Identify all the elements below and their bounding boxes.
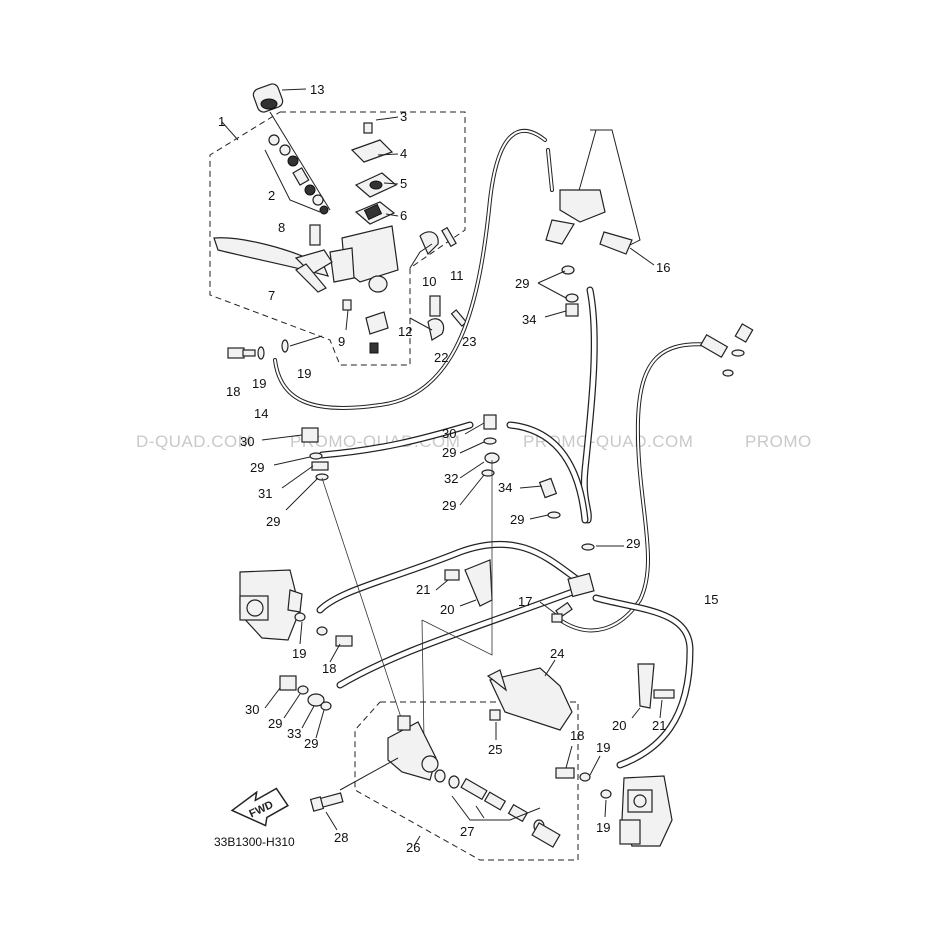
left-brake-caliper (239, 569, 303, 641)
callout-29-center-c: 29 (510, 512, 524, 527)
callout-25: 25 (488, 742, 502, 757)
callout-29-lower-a: 29 (268, 716, 282, 731)
callout-10: 10 (422, 274, 436, 289)
callout-20-right: 20 (612, 718, 626, 733)
callout-19-right-b: 19 (596, 820, 610, 835)
callout-34-center: 34 (498, 480, 512, 495)
callout-18-left: 18 (322, 661, 336, 676)
watermark-right: PROMO (745, 432, 812, 451)
callout-19-top-b: 19 (297, 366, 311, 381)
callout-29-left-a: 29 (250, 460, 264, 475)
callout-30-lower: 30 (245, 702, 259, 717)
callout-32: 32 (444, 471, 458, 486)
callout-19-left: 19 (292, 646, 306, 661)
callout-9: 9 (338, 334, 345, 349)
watermark: D-QUAD.COM PROMO-QUAD.COM PROMO-QUAD.COM… (136, 432, 812, 451)
washers-29-34-top (561, 265, 579, 317)
callout-27: 27 (460, 824, 474, 839)
right-caliper-bolts (555, 767, 612, 799)
callout-17: 17 (518, 594, 532, 609)
callout-24: 24 (550, 646, 564, 661)
master-cylinder-group (209, 83, 468, 366)
callout-6: 6 (400, 208, 407, 223)
right-brake-caliper (619, 775, 673, 847)
callout-16: 16 (656, 260, 670, 275)
callout-30-center: 30 (442, 426, 456, 441)
callout-15: 15 (704, 592, 718, 607)
brake-switch-part (365, 311, 389, 354)
callout-1: 1 (218, 114, 225, 129)
left-center-fittings (301, 427, 329, 481)
bracket-24-part (486, 667, 573, 731)
lower-left-fittings (279, 675, 332, 711)
callout-29-left-b: 29 (266, 514, 280, 529)
right-center-fittings (538, 477, 595, 551)
callout-14: 14 (254, 406, 268, 421)
callout-12: 12 (398, 324, 412, 339)
watermark-right-center: PROMO-QUAD.COM (523, 432, 693, 451)
hose-clamp-center (444, 559, 493, 607)
callout-26: 26 (406, 840, 420, 855)
piston-kit-27 (434, 769, 561, 848)
callout-5: 5 (400, 176, 407, 191)
center-fittings (481, 414, 500, 477)
callout-11: 11 (450, 268, 464, 283)
callout-7: 7 (268, 288, 275, 303)
reservoir-cap-parts (350, 122, 398, 225)
callout-numbers: 13 1 3 4 5 2 6 8 11 10 7 12 9 22 23 18 1… (214, 82, 718, 855)
callout-30-left: 30 (240, 434, 254, 449)
callout-8: 8 (278, 220, 285, 235)
callout-3: 3 (400, 109, 407, 124)
left-caliper-bolts (294, 612, 353, 647)
callout-19-top-a: 19 (252, 376, 266, 391)
callout-21-center: 21 (416, 582, 430, 597)
right-lever-part (545, 189, 633, 255)
callout-18-top: 18 (226, 384, 240, 399)
rear-master-cylinder-group (339, 701, 579, 861)
bolt-28-part (309, 792, 344, 812)
callout-34-top: 34 (522, 312, 536, 327)
callout-20-center: 20 (440, 602, 454, 617)
throttle-grip-part (252, 83, 284, 113)
callout-22: 22 (434, 350, 448, 365)
callout-29-center-b: 29 (442, 498, 456, 513)
callout-29-top: 29 (515, 276, 529, 291)
callout-29-center-a: 29 (442, 445, 456, 460)
master-cylinder-body (309, 224, 399, 293)
callout-31: 31 (258, 486, 272, 501)
callout-23: 23 (462, 334, 476, 349)
callout-18-right: 18 (570, 728, 584, 743)
callout-13: 13 (310, 82, 324, 97)
hose-clamp-right (637, 663, 675, 709)
callout-28: 28 (334, 830, 348, 845)
callout-33: 33 (287, 726, 301, 741)
callout-4: 4 (400, 146, 407, 161)
diagram-code: 33B1300-H310 (214, 835, 295, 849)
callout-21-right: 21 (652, 718, 666, 733)
brake-hoses (273, 129, 754, 769)
banjo-bolt-top-left (227, 339, 289, 360)
watermark-left: D-QUAD.COM (136, 432, 252, 451)
fwd-arrow-icon: FWD (230, 787, 289, 827)
brake-lever-part (213, 237, 333, 293)
piston-kit-part (268, 134, 329, 215)
callout-29-lower-b: 29 (304, 736, 318, 751)
callout-2: 2 (268, 188, 275, 203)
callout-29-right: 29 (626, 536, 640, 551)
callout-19-right-a: 19 (596, 740, 610, 755)
